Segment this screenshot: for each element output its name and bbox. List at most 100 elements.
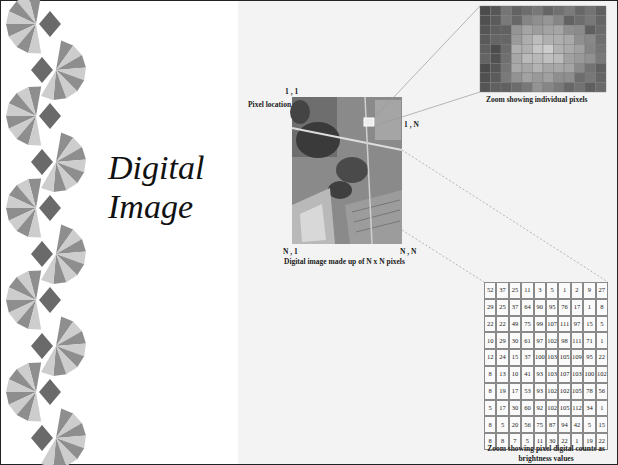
pixel-square: [554, 44, 565, 54]
pixel-square: [543, 54, 554, 64]
table-cell: 90: [534, 299, 546, 316]
pixel-square: [543, 63, 554, 73]
table-cell: 12: [484, 349, 496, 366]
pixel-square: [501, 44, 512, 54]
pixel-square: [564, 73, 575, 83]
table-cell: 97: [571, 316, 583, 333]
pixel-square: [564, 44, 575, 54]
fan-wedge: [6, 287, 36, 300]
pixel-square: [585, 35, 596, 45]
table-cell: 102: [558, 383, 570, 400]
table-cell: 3: [534, 282, 546, 299]
pixel-square: [564, 25, 575, 35]
pixel-square: [480, 25, 491, 35]
pixel-square: [501, 35, 512, 45]
table-cell: 5: [583, 416, 595, 433]
table-cell: 17: [571, 299, 583, 316]
table-cell: 105: [558, 400, 570, 417]
table-cell: 102: [546, 383, 558, 400]
table-cell: 1: [596, 400, 608, 417]
table-cell: 103: [546, 366, 558, 383]
pixel-square: [533, 16, 544, 26]
pixel-square: [543, 73, 554, 83]
caption: Digital image made up of N x N pixels: [284, 258, 405, 266]
table-cell: 5: [546, 282, 558, 299]
table-cell: 11: [521, 282, 533, 299]
table-cell: 42: [571, 416, 583, 433]
table-cell: 8: [484, 383, 496, 400]
table-cell: 49: [509, 316, 521, 333]
pixel-square: [512, 63, 523, 73]
pixel-square: [575, 82, 586, 92]
fan-wedge: [28, 24, 41, 54]
table-cell: 93: [534, 366, 546, 383]
table-cell: 29: [496, 332, 508, 349]
table-cell: 109: [571, 349, 583, 366]
table-cell: 92: [534, 400, 546, 417]
pixel-square: [480, 44, 491, 54]
pixel-square: [522, 16, 533, 26]
pixel-square: [522, 35, 533, 45]
pixel-square: [575, 44, 586, 54]
fan-wedge: [6, 195, 36, 208]
photo-ground: [238, 1, 617, 464]
table-cell: 87: [546, 416, 558, 433]
table-cell: 64: [521, 299, 533, 316]
pixel-square: [512, 25, 523, 35]
pixel-square: [501, 54, 512, 64]
table-cell: 22: [484, 316, 496, 333]
pixel-square: [480, 54, 491, 64]
pixel-square: [543, 6, 554, 16]
pixel-square: [533, 63, 544, 73]
corner-label: N , N: [400, 248, 416, 256]
fan-strip: [6, 0, 86, 465]
fan-wedge: [28, 392, 41, 422]
fan-diamond: [39, 11, 61, 37]
pixel-square: [533, 44, 544, 54]
pixel-square: [585, 6, 596, 16]
table-cell: 8: [484, 416, 496, 433]
fan-wedge: [28, 300, 41, 330]
table-cell: 100: [534, 349, 546, 366]
fan-wedge: [6, 379, 36, 392]
pixel-square: [491, 54, 502, 64]
table-cell: 5: [496, 416, 508, 433]
table-cell: 5: [484, 400, 496, 417]
pixel-square: [512, 82, 523, 92]
table-cell: 17: [496, 400, 508, 417]
fan-wedge: [6, 103, 36, 116]
table-cell: 8: [596, 299, 608, 316]
pixel-square: [564, 6, 575, 16]
pixel-square: [522, 63, 533, 73]
table-cell: 34: [583, 400, 595, 417]
table-cell: 17: [509, 383, 521, 400]
pixel-square: [543, 35, 554, 45]
table-cell: 97: [534, 332, 546, 349]
pixel-square: [501, 6, 512, 16]
fan-diamond: [39, 103, 61, 129]
pixel-square: [543, 82, 554, 92]
table-cell: 37: [509, 299, 521, 316]
table-cell: 76: [558, 299, 570, 316]
zoom-leader-lines: [374, 6, 480, 126]
pixel-square: [512, 54, 523, 64]
table-cell: 102: [546, 400, 558, 417]
pixel-square: [596, 63, 607, 73]
pixel-square: [554, 82, 565, 92]
table-cell: 37: [496, 282, 508, 299]
table-cell: 93: [534, 383, 546, 400]
table-cell: 103: [546, 349, 558, 366]
table-cell: 30: [509, 400, 521, 417]
fan-diamond: [39, 379, 61, 405]
pixel-square: [522, 73, 533, 83]
table-cell: 102: [546, 332, 558, 349]
table-cell: 25: [496, 299, 508, 316]
pixel-square: [585, 73, 596, 83]
table-cell: 1: [583, 299, 595, 316]
pixel-square: [480, 73, 491, 83]
table-cell: 52: [484, 282, 496, 299]
pixel-square: [512, 73, 523, 83]
pixel-square: [554, 25, 565, 35]
pixel-square: [491, 6, 502, 16]
